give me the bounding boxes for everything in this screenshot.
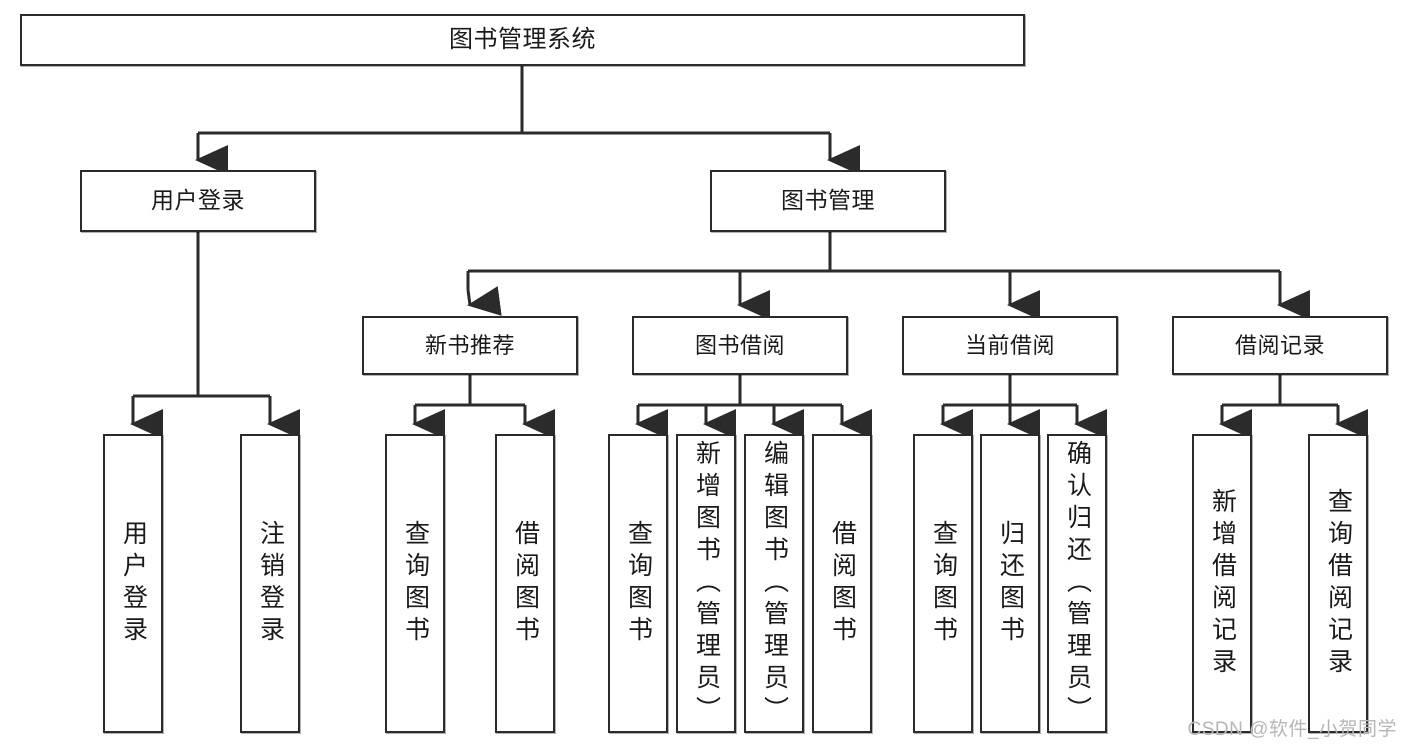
leaf-query-book-borrow[interactable]: 查询图书 <box>608 434 668 733</box>
node-new-book-recommend[interactable]: 新书推荐 <box>362 316 578 375</box>
node-book-management[interactable]: 图书管理 <box>710 170 946 232</box>
node-current-borrow[interactable]: 当前借阅 <box>902 316 1118 375</box>
node-label: 当前借阅 <box>964 332 1055 358</box>
node-label: 查询图书 <box>401 519 430 648</box>
leaf-borrow-book[interactable]: 借阅图书 <box>812 434 872 733</box>
node-label: 新书推荐 <box>424 332 515 358</box>
node-label: 用户登录 <box>151 187 245 214</box>
leaf-query-book-recommend[interactable]: 查询图书 <box>385 434 445 733</box>
leaf-query-borrow-record[interactable]: 查询借阅记录 <box>1308 434 1368 733</box>
node-label: 借阅图书 <box>828 519 857 648</box>
node-user-login[interactable]: 用户登录 <box>80 170 316 232</box>
node-label: 图书借阅 <box>694 332 785 358</box>
leaf-borrow-book-recommend[interactable]: 借阅图书 <box>495 434 555 733</box>
leaf-logout[interactable]: 注销登录 <box>240 434 300 733</box>
node-label: 确认归还（管理员） <box>1063 439 1092 728</box>
node-label: 用户登录 <box>119 519 148 648</box>
leaf-add-book-admin[interactable]: 新增图书（管理员） <box>676 434 736 733</box>
leaf-confirm-return-admin[interactable]: 确认归还（管理员） <box>1047 434 1107 733</box>
node-label: 新增借阅记录 <box>1208 487 1237 680</box>
node-borrow-record[interactable]: 借阅记录 <box>1172 316 1388 375</box>
leaf-user-login[interactable]: 用户登录 <box>103 434 163 733</box>
node-label: 归还图书 <box>996 519 1025 648</box>
node-label: 借阅记录 <box>1234 332 1325 358</box>
node-label: 注销登录 <box>256 519 285 648</box>
leaf-edit-book-admin[interactable]: 编辑图书（管理员） <box>744 434 804 733</box>
node-book-borrow[interactable]: 图书借阅 <box>632 316 848 375</box>
node-root-book-management-system[interactable]: 图书管理系统 <box>20 14 1025 66</box>
node-label: 新增图书（管理员） <box>692 439 721 728</box>
leaf-return-book[interactable]: 归还图书 <box>980 434 1040 733</box>
leaf-query-book-current[interactable]: 查询图书 <box>913 434 973 733</box>
node-label: 查询图书 <box>624 519 653 648</box>
node-label: 查询图书 <box>929 519 958 648</box>
node-label: 借阅图书 <box>511 519 540 648</box>
leaf-add-borrow-record[interactable]: 新增借阅记录 <box>1192 434 1252 733</box>
node-label: 查询借阅记录 <box>1324 487 1353 680</box>
node-label: 图书管理 <box>781 187 875 214</box>
watermark-text: CSDN @软件_小贺同学 <box>1187 719 1397 740</box>
node-label: 图书管理系统 <box>449 25 596 53</box>
node-label: 编辑图书（管理员） <box>760 439 789 728</box>
